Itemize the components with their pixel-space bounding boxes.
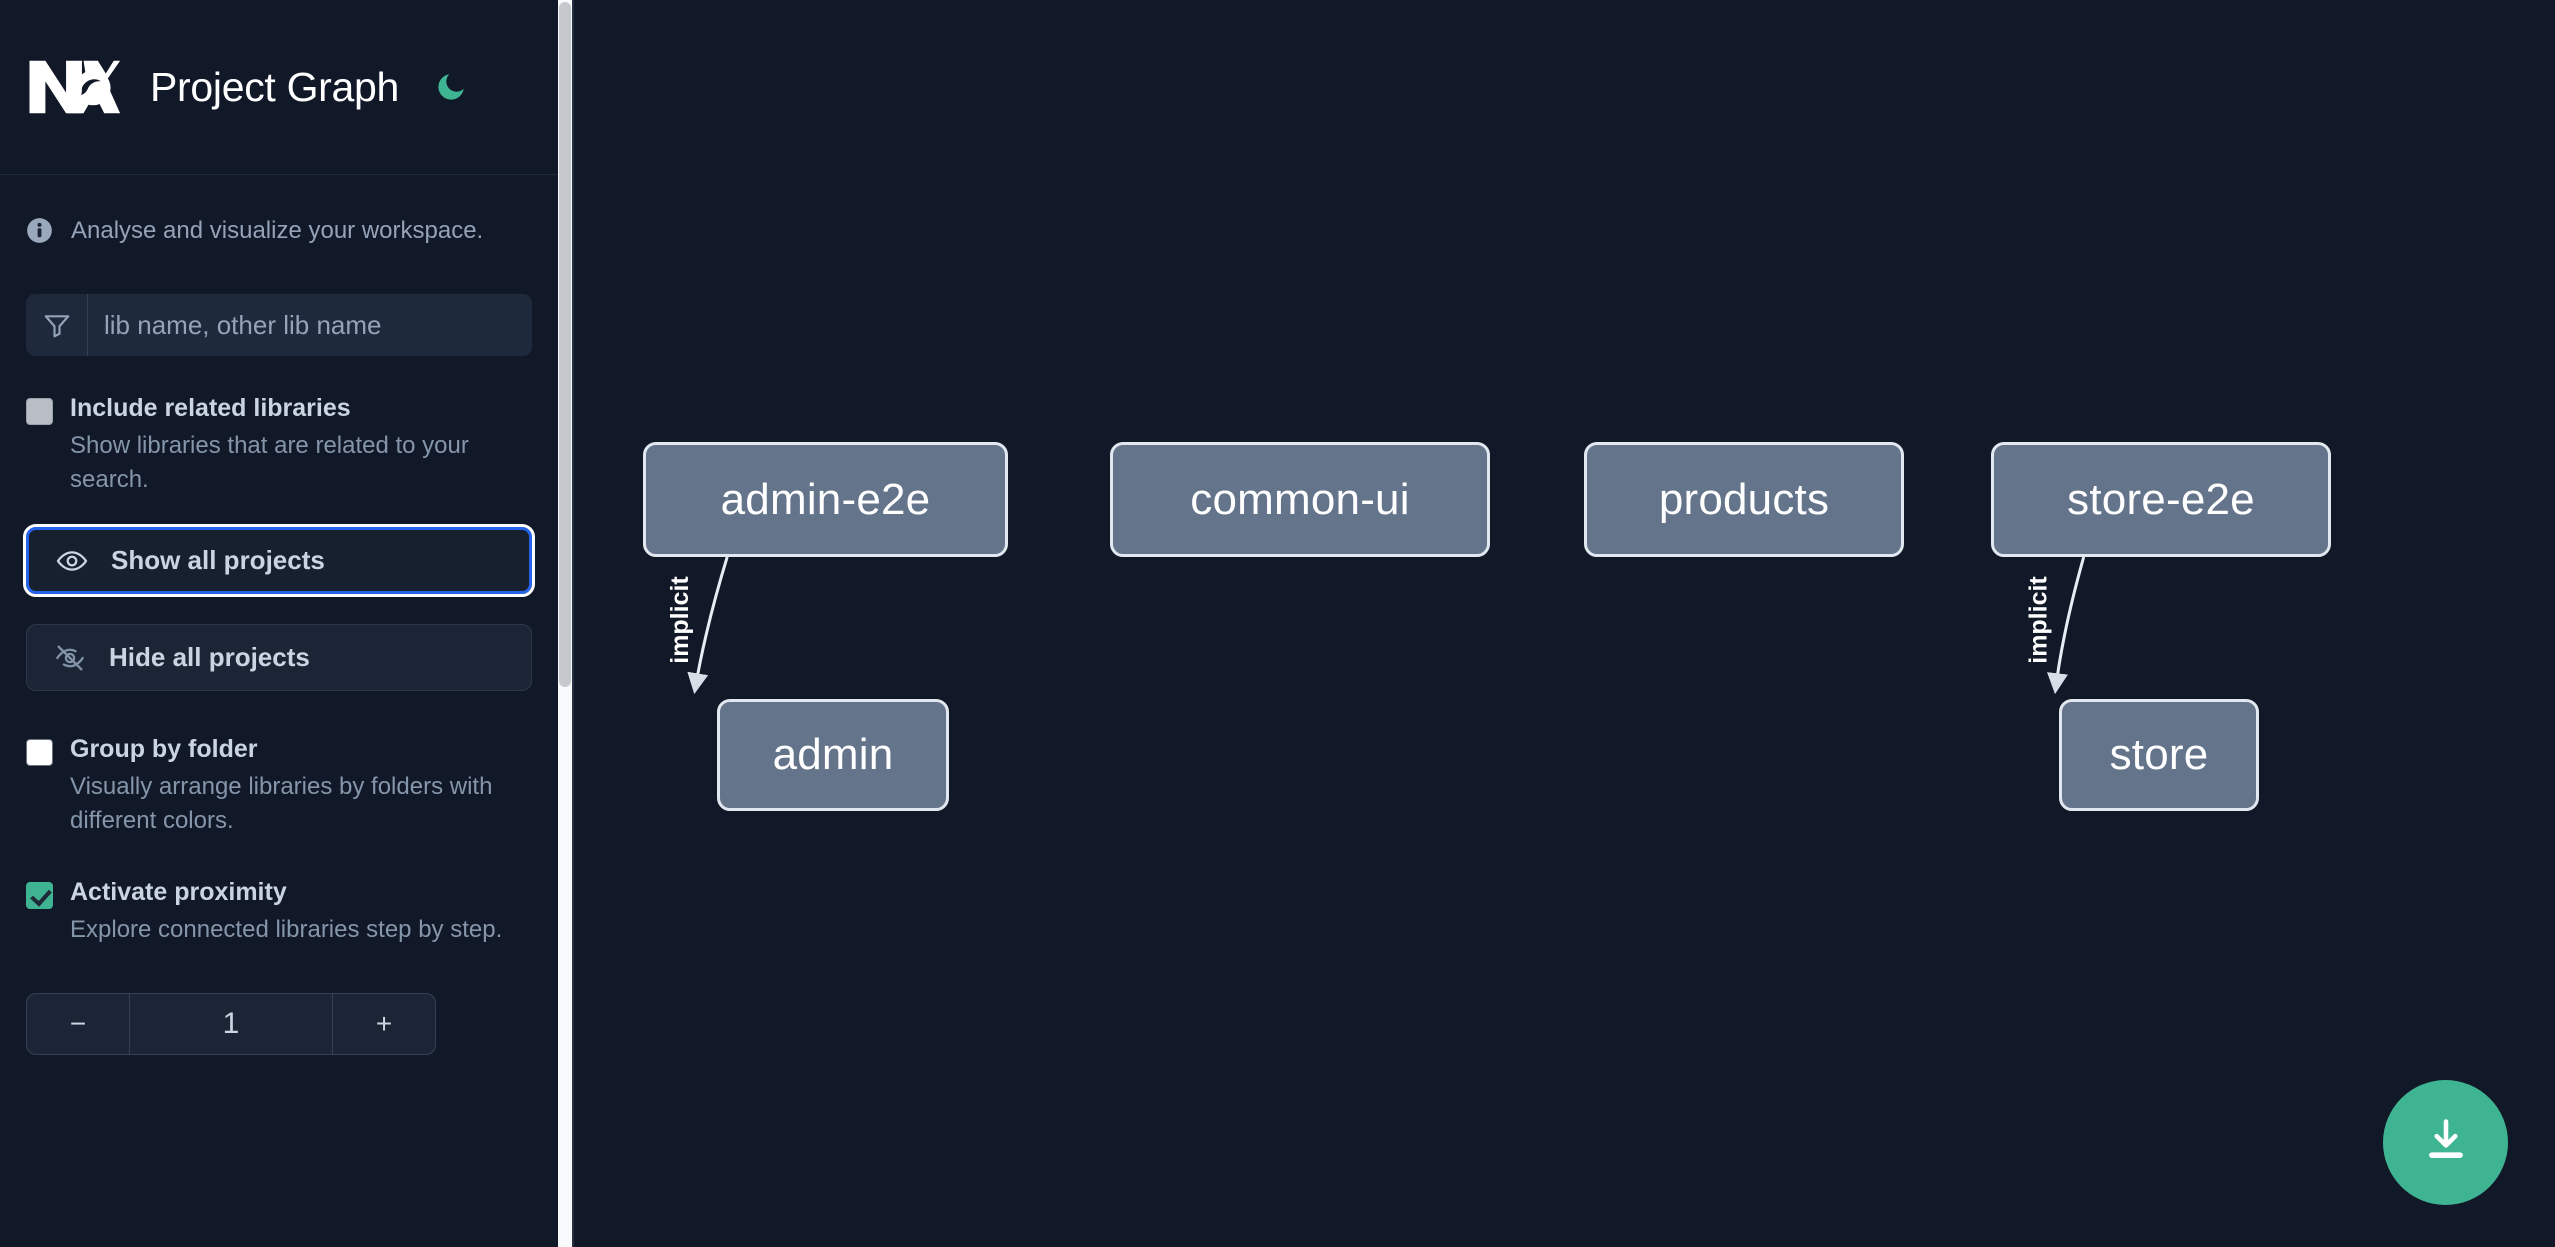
option-activate-proximity[interactable]: Activate proximity Explore connected lib… [26, 878, 532, 947]
group-by-folder-label: Group by folder [70, 735, 258, 764]
sidebar-body: Include related libraries Show libraries… [0, 294, 558, 1055]
download-icon [2420, 1114, 2472, 1171]
tagline-text: Analyse and visualize your workspace. [71, 217, 484, 244]
proximity-increment-button[interactable]: + [332, 993, 435, 1054]
proximity-decrement-button[interactable]: − [27, 993, 130, 1054]
activate-proximity-description: Explore connected libraries step by step… [70, 915, 503, 943]
edge-store-e2e-to-store [2047, 556, 2086, 695]
graph-node-products[interactable]: products [1584, 442, 1904, 557]
hide-all-projects-label: Hide all projects [109, 642, 310, 673]
include-related-libraries-label: Include related libraries [70, 394, 351, 423]
eye-off-icon [53, 641, 87, 675]
sidebar-scrollbar-thumb[interactable] [559, 2, 571, 687]
tagline-row: Analyse and visualize your workspace. [0, 175, 558, 246]
graph-node-store[interactable]: store [2059, 699, 2259, 811]
activate-proximity-label: Activate proximity [70, 878, 287, 906]
include-related-libraries-description: Show libraries that are related to your … [70, 431, 469, 494]
filter-field[interactable] [26, 294, 532, 357]
info-icon [26, 217, 53, 244]
graph-canvas[interactable]: implicit implicit admin-e2e common-ui pr… [558, 0, 2555, 1247]
edge-label-store-implicit: implicit [2024, 576, 2052, 664]
group-by-folder-description: Visually arrange libraries by folders wi… [70, 772, 493, 834]
graph-node-common-ui[interactable]: common-ui [1110, 442, 1490, 557]
graph-node-label: store [2109, 730, 2209, 779]
activate-proximity-checkbox[interactable] [26, 882, 53, 909]
moon-icon[interactable] [431, 67, 471, 107]
funnel-icon [26, 294, 88, 357]
sidebar-header: Project Graph [0, 0, 558, 175]
option-group-by-folder[interactable]: Group by folder Visually arrange librari… [26, 735, 532, 838]
include-related-libraries-checkbox[interactable] [26, 398, 53, 426]
graph-node-store-e2e[interactable]: store-e2e [1991, 442, 2331, 557]
hide-all-projects-button[interactable]: Hide all projects [26, 624, 532, 692]
graph-node-label: store-e2e [2067, 474, 2255, 524]
nx-logo-icon [26, 56, 122, 118]
group-by-folder-checkbox[interactable] [26, 739, 53, 767]
sidebar-scrollbar[interactable] [558, 0, 572, 1247]
search-input[interactable] [88, 294, 532, 357]
graph-node-admin[interactable]: admin [717, 699, 949, 811]
page-title: Project Graph [150, 63, 400, 110]
show-all-projects-label: Show all projects [111, 545, 325, 576]
proximity-value: 1 [222, 1006, 240, 1040]
edge-admin-e2e-to-admin [687, 556, 729, 695]
graph-node-label: common-ui [1190, 474, 1410, 524]
proximity-stepper[interactable]: − 1 + [26, 992, 436, 1055]
graph-node-label: admin [772, 730, 894, 779]
graph-node-label: products [1658, 474, 1830, 524]
graph-node-label: admin-e2e [720, 474, 931, 524]
sidebar-divider [572, 0, 574, 1247]
graph-edges: implicit implicit [666, 556, 2086, 695]
option-include-related-libraries[interactable]: Include related libraries Show libraries… [26, 394, 532, 497]
show-all-projects-button[interactable]: Show all projects [23, 524, 535, 598]
graph-node-admin-e2e[interactable]: admin-e2e [643, 442, 1008, 557]
download-graph-button[interactable] [2383, 1080, 2508, 1205]
edge-label-admin-implicit: implicit [666, 576, 694, 664]
sidebar: Project Graph Analyse and visualize your… [0, 0, 558, 1247]
eye-icon [55, 544, 89, 578]
